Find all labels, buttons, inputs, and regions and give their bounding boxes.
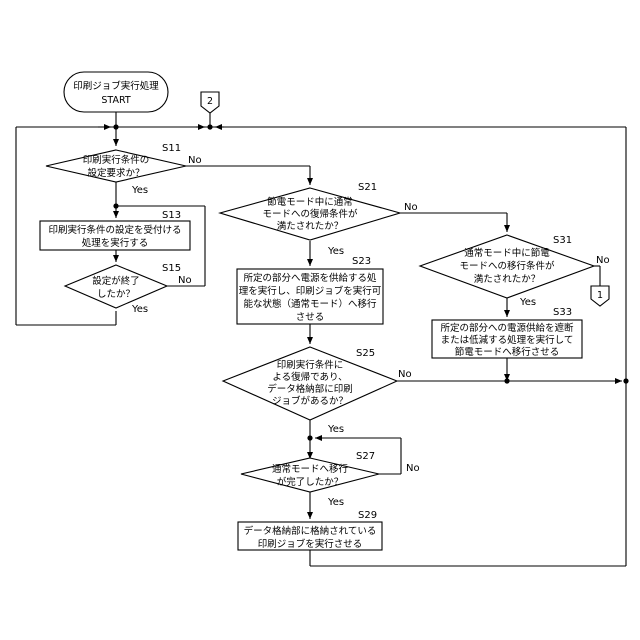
connector-1: 1 xyxy=(591,286,609,306)
s27-line-2: が完了したか？ xyxy=(277,476,344,488)
s11-no-label: No xyxy=(188,155,202,166)
s21-no-label: No xyxy=(404,202,418,213)
s33-line-3: 節電モードへ移行させる xyxy=(455,346,560,358)
s13-step-label: S13 xyxy=(162,210,181,221)
s31-line-2: モードへの移行条件が xyxy=(459,260,555,272)
s31-line-1: 通常モード中に節電 xyxy=(464,247,550,259)
junction-dot xyxy=(623,378,628,383)
s25-no-label: No xyxy=(398,369,412,380)
s15-yes-label: Yes xyxy=(131,304,148,315)
start-terminator: 印刷ジョブ実行処理 START xyxy=(64,72,168,112)
s31-step-label: S31 xyxy=(553,235,572,246)
s29-step-label: S29 xyxy=(358,510,377,521)
s31-yes-label: Yes xyxy=(519,297,536,308)
s11-line-1: 印刷実行条件の xyxy=(83,154,150,166)
junction-dot xyxy=(307,435,312,440)
decision-s25: 印刷実行条件に よる復帰であり、 データ格納部に印刷 ジョブがあるか？ S25 xyxy=(223,347,397,420)
s15-no-label: No xyxy=(178,275,192,286)
s23-step-label: S23 xyxy=(352,256,371,267)
decision-s11: 印刷実行条件の 設定要求か？ S11 xyxy=(46,143,186,182)
s15-line-1: 設定が終了 xyxy=(92,275,140,287)
s31-line-3: 満たされたか？ xyxy=(474,274,541,285)
s29-line-1: データ格納部に格納されている xyxy=(244,525,377,537)
s21-line-2: モードへの復帰条件が xyxy=(262,208,358,220)
s23-line-1: 所定の部分へ電源を供給する処 xyxy=(243,272,377,284)
s21-yes-label: Yes xyxy=(327,246,344,257)
s31-no-label: No xyxy=(596,255,610,266)
s23-line-3: 能な状態（通常モード）へ移行 xyxy=(243,298,377,310)
decision-s15: 設定が終了 したか？ S15 xyxy=(65,263,181,308)
s25-step-label: S25 xyxy=(356,348,375,359)
s21-step-label: S21 xyxy=(358,182,377,193)
s21-line-1: 節電モード中に通常 xyxy=(267,196,353,208)
s11-line-2: 設定要求か？ xyxy=(87,167,144,179)
s33-step-label: S33 xyxy=(553,307,572,318)
s25-line-1: 印刷実行条件に xyxy=(277,359,344,371)
decision-s31: 通常モード中に節電 モードへの移行条件が 満たされたか？ S31 xyxy=(420,235,594,298)
s13-line-1: 印刷実行条件の設定を受付ける xyxy=(48,224,181,236)
s27-line-1: 通常モードへ移行 xyxy=(272,463,349,475)
process-s23: 所定の部分へ電源を供給する処 理を実行し、印刷ジョブを実行可 能な状態（通常モー… xyxy=(237,256,383,324)
connector-1-label: 1 xyxy=(597,290,603,301)
junction-dot xyxy=(113,203,118,208)
s25-line-4: ジョブがあるか？ xyxy=(272,395,348,407)
s27-step-label: S27 xyxy=(356,451,375,462)
start-line-2: START xyxy=(101,95,131,106)
junction-dot xyxy=(207,124,212,129)
s23-line-2: 理を実行し、印刷ジョブを実行可 xyxy=(239,285,382,297)
s13-line-2: 処理を実行する xyxy=(82,237,149,249)
s33-line-2: または低減する処理を実行して xyxy=(441,334,574,346)
s23-line-4: させる xyxy=(296,312,325,323)
s21-line-3: 満たされたか？ xyxy=(277,221,344,232)
s25-line-3: データ格納部に印刷 xyxy=(267,383,353,395)
s33-line-1: 所定の部分への電源供給を遮断 xyxy=(440,322,574,334)
s15-step-label: S15 xyxy=(162,263,181,274)
junction-dot xyxy=(504,378,509,383)
s25-yes-label: Yes xyxy=(327,424,344,435)
s27-yes-label: Yes xyxy=(327,497,344,508)
s25-line-2: よる復帰であり、 xyxy=(272,371,347,383)
decision-s21: 節電モード中に通常 モードへの復帰条件が 満たされたか？ S21 xyxy=(220,182,400,240)
s11-step-label: S11 xyxy=(162,143,181,154)
s11-yes-label: Yes xyxy=(131,185,148,196)
start-line-1: 印刷ジョブ実行処理 xyxy=(73,80,159,92)
connector-2-label: 2 xyxy=(207,96,213,107)
junction-dot xyxy=(113,124,118,129)
connector-2: 2 xyxy=(201,92,219,113)
s15-line-2: したか？ xyxy=(97,289,135,300)
s29-line-2: 印刷ジョブを実行させる xyxy=(258,538,363,550)
s27-no-label: No xyxy=(406,463,420,474)
process-s13: 印刷実行条件の設定を受付ける 処理を実行する S13 xyxy=(40,210,190,250)
